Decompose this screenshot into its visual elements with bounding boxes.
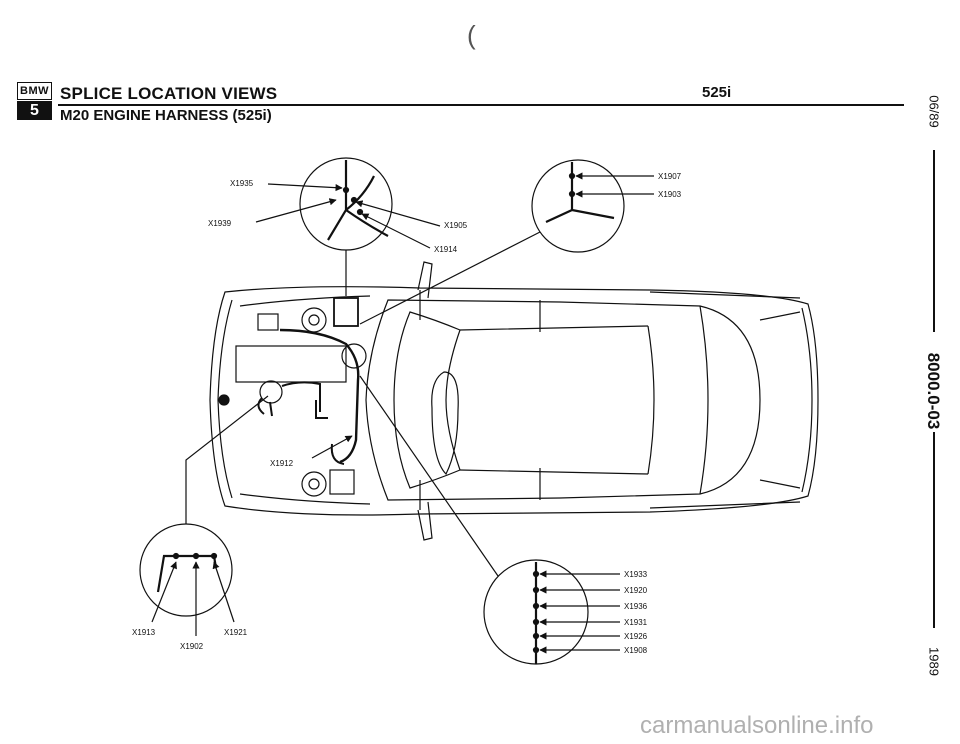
- label-x1933: X1933: [624, 570, 648, 579]
- header-rule: [58, 104, 904, 106]
- margin-line-top: [933, 150, 935, 332]
- page-title: SPLICE LOCATION VIEWS: [60, 84, 278, 103]
- margin-line-bottom: [933, 432, 935, 628]
- label-x1920: X1920: [624, 586, 648, 595]
- label-x1908: X1908: [624, 646, 648, 655]
- detail-circle-bottom-left: [139, 395, 269, 617]
- label-x1935: X1935: [230, 179, 254, 188]
- detail-circle-top-right: [359, 159, 625, 325]
- label-x1907: X1907: [658, 172, 682, 181]
- label-x1926: X1926: [624, 632, 648, 641]
- label-x1913: X1913: [132, 628, 156, 637]
- label-x1912: X1912: [270, 459, 294, 468]
- page-mark: (: [467, 20, 476, 50]
- engine-bay: [218, 297, 367, 497]
- bmw-logo: BMW 5: [17, 82, 52, 120]
- logo-brand: BMW: [17, 82, 52, 100]
- watermark: carmanualsonline.info: [640, 712, 874, 739]
- car-outline: [209, 261, 819, 541]
- label-x1902: X1902: [180, 642, 204, 651]
- model-label: 525i: [702, 84, 732, 101]
- detail-circle-top-left: [299, 157, 393, 296]
- page-subtitle: M20 ENGINE HARNESS (525i): [60, 107, 272, 124]
- label-x1914: X1914: [434, 245, 458, 254]
- detail-circle-bottom-right: [359, 375, 589, 665]
- label-x1921: X1921: [224, 628, 248, 637]
- label-x1936: X1936: [624, 602, 648, 611]
- label-x1939: X1939: [208, 219, 232, 228]
- label-x1905: X1905: [444, 221, 468, 230]
- label-x1931: X1931: [624, 618, 648, 627]
- label-x1903: X1903: [658, 190, 682, 199]
- logo-series: 5: [17, 101, 52, 120]
